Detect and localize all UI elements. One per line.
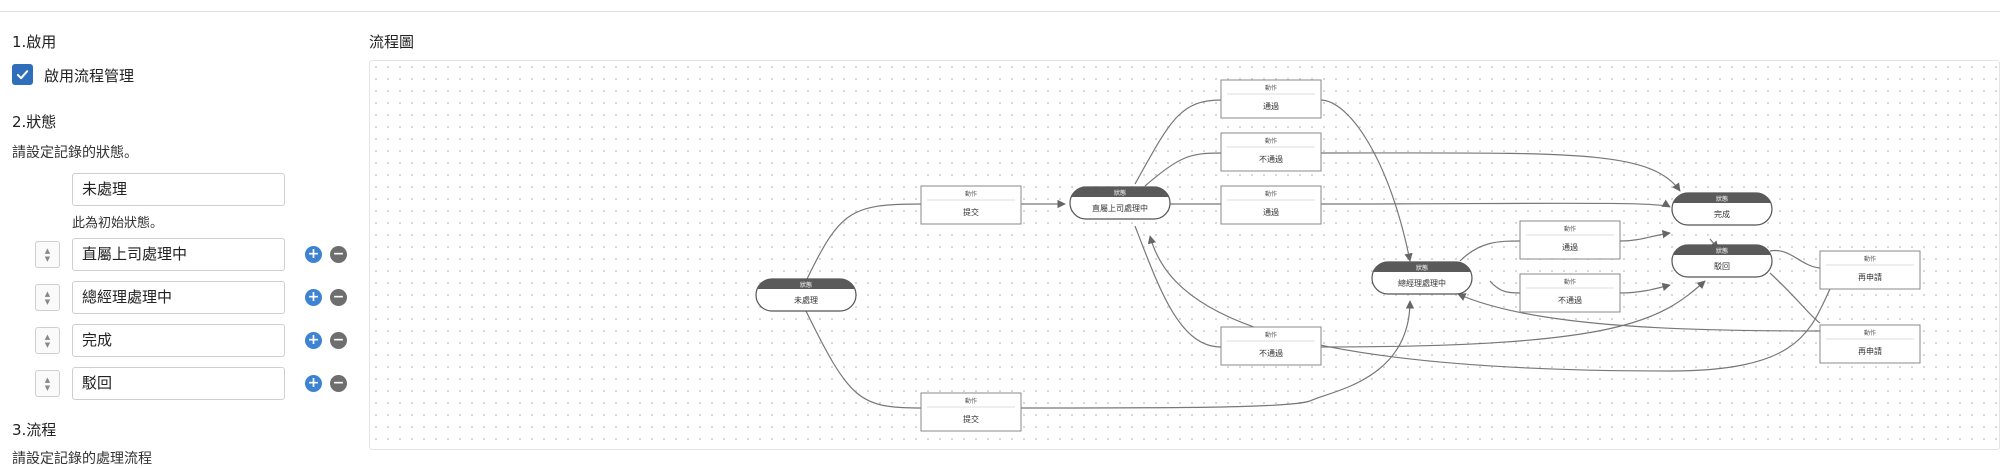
action-node-gm-fail[interactable]: 動作 不通過 bbox=[1519, 273, 1621, 313]
state-node-unprocessed[interactable]: 狀態 未處理 bbox=[755, 278, 857, 312]
edge-supervisor-fail-low bbox=[1134, 225, 1222, 348]
action-header: 動作 bbox=[1864, 255, 1876, 263]
flowchart-title: 流程圖 bbox=[369, 33, 415, 51]
state-node-done[interactable]: 狀態 完成 bbox=[1671, 192, 1773, 226]
edge-gm-fail bbox=[1489, 280, 1521, 294]
state-node-supervisor[interactable]: 狀態 直屬上司處理中 bbox=[1069, 186, 1171, 220]
flowchart-svg: 狀態 未處理 狀態 直屬上司處理中 狀態 總經理處理中 狀態 完成 狀態 駁回 bbox=[755, 79, 1921, 432]
states-description: 請設定記錄的狀態。 bbox=[12, 145, 138, 161]
action-node-submit-bottom[interactable]: 動作 提交 bbox=[920, 392, 1022, 432]
check-icon bbox=[16, 70, 29, 80]
remove-state-button[interactable]: − bbox=[330, 289, 347, 306]
edge-fail-top-rejected bbox=[1320, 152, 1681, 192]
action-label: 再申請 bbox=[1858, 346, 1882, 356]
action-node-sup-pass-mid[interactable]: 動作 通過 bbox=[1220, 185, 1322, 225]
state-header: 狀態 bbox=[1114, 189, 1126, 197]
action-node-gm-pass[interactable]: 動作 通過 bbox=[1519, 220, 1621, 260]
state-label: 完成 bbox=[1714, 209, 1730, 219]
state-label: 直屬上司處理中 bbox=[1092, 203, 1148, 213]
edge-unprocessed-submit bbox=[805, 203, 922, 282]
state-header: 狀態 bbox=[800, 281, 812, 289]
action-node-sup-fail-low[interactable]: 動作 不通過 bbox=[1220, 326, 1322, 366]
flow-description: 請設定記錄的處理流程 bbox=[12, 451, 152, 467]
drag-handle[interactable]: ▲▼ bbox=[35, 370, 60, 397]
action-header: 動作 bbox=[1265, 84, 1277, 92]
action-label: 提交 bbox=[963, 207, 979, 217]
action-node-sup-fail-top[interactable]: 動作 不通過 bbox=[1220, 132, 1322, 172]
action-header: 動作 bbox=[1265, 190, 1277, 198]
flowchart-canvas: 狀態 未處理 狀態 直屬上司處理中 狀態 總經理處理中 狀態 完成 狀態 駁回 bbox=[369, 60, 2000, 450]
state-node-rejected[interactable]: 狀態 駁回 bbox=[1671, 244, 1773, 278]
section-flow-title: 3.流程 bbox=[12, 421, 57, 439]
edge-rejected-reapply-top bbox=[1769, 249, 1821, 269]
action-header: 動作 bbox=[1564, 278, 1576, 286]
state-label: 駁回 bbox=[1714, 261, 1730, 271]
drag-handle[interactable]: ▲▼ bbox=[35, 327, 60, 354]
edge-rejected-reapply-bottom bbox=[1769, 272, 1821, 324]
enable-flow-label: 啟用流程管理 bbox=[44, 67, 135, 85]
add-state-button[interactable]: + bbox=[305, 375, 322, 392]
action-header: 動作 bbox=[1265, 137, 1277, 145]
initial-state-field[interactable]: 未處理 bbox=[72, 173, 285, 206]
state-field-done[interactable]: 完成 bbox=[72, 324, 285, 357]
edge-reapply-top-supervisor bbox=[1147, 235, 1831, 372]
state-label: 總經理處理中 bbox=[1398, 278, 1446, 288]
action-header: 動作 bbox=[1564, 225, 1576, 233]
edge-gm-pass-done bbox=[1619, 229, 1671, 242]
add-state-button[interactable]: + bbox=[305, 289, 322, 306]
top-divider bbox=[0, 11, 2000, 12]
initial-state-note: 此為初始狀態。 bbox=[72, 216, 164, 231]
state-label: 未處理 bbox=[794, 295, 818, 305]
state-field-gm[interactable]: 總經理處理中 bbox=[72, 281, 285, 314]
action-header: 動作 bbox=[965, 397, 977, 405]
action-label: 通過 bbox=[1263, 101, 1279, 111]
edge-supervisor-pass-top bbox=[1134, 99, 1222, 185]
edge-submit-bottom-gm bbox=[1020, 300, 1415, 409]
edge-gm-pass bbox=[1459, 240, 1521, 262]
action-header: 動作 bbox=[1864, 329, 1876, 337]
action-node-sup-pass-top[interactable]: 動作 通過 bbox=[1220, 79, 1322, 119]
remove-state-button[interactable]: − bbox=[330, 246, 347, 263]
remove-state-button[interactable]: − bbox=[330, 375, 347, 392]
action-header: 動作 bbox=[1265, 331, 1277, 339]
action-label: 不通過 bbox=[1259, 348, 1283, 358]
state-header: 狀態 bbox=[1716, 247, 1728, 255]
edge-pass-top-gm bbox=[1320, 99, 1413, 262]
action-label: 通過 bbox=[1562, 242, 1578, 252]
action-header: 動作 bbox=[965, 190, 977, 198]
remove-state-button[interactable]: − bbox=[330, 332, 347, 349]
action-label: 提交 bbox=[963, 414, 979, 424]
action-label: 再申請 bbox=[1858, 272, 1882, 282]
edge-gm-fail-rejected bbox=[1619, 282, 1671, 294]
drag-handle[interactable]: ▲▼ bbox=[35, 241, 60, 268]
edge-fail-low-rejected bbox=[1320, 280, 1706, 348]
action-label: 通過 bbox=[1263, 207, 1279, 217]
action-node-reapply-bottom[interactable]: 動作 再申請 bbox=[1819, 324, 1921, 364]
add-state-button[interactable]: + bbox=[305, 332, 322, 349]
state-header: 狀態 bbox=[1716, 195, 1728, 203]
edge-reapply-bottom-gm bbox=[1457, 293, 1821, 332]
settings-panel: 1.啟用 啟用流程管理 2.狀態 請設定記錄的狀態。 未處理 此為初始狀態。 ▲… bbox=[0, 0, 360, 467]
enable-flow-checkbox[interactable] bbox=[12, 64, 33, 85]
section-states-title: 2.狀態 bbox=[12, 113, 57, 131]
action-node-submit-top[interactable]: 動作 提交 bbox=[920, 185, 1022, 225]
state-node-gm[interactable]: 狀態 總經理處理中 bbox=[1371, 261, 1473, 295]
state-header: 狀態 bbox=[1416, 264, 1428, 272]
action-node-reapply-top[interactable]: 動作 再申請 bbox=[1819, 250, 1921, 290]
state-field-supervisor[interactable]: 直屬上司處理中 bbox=[72, 238, 285, 271]
add-state-button[interactable]: + bbox=[305, 246, 322, 263]
action-label: 不通過 bbox=[1558, 295, 1582, 305]
edge-pass-mid-done bbox=[1320, 199, 1671, 208]
section-enable-title: 1.啟用 bbox=[12, 33, 57, 51]
edge-unprocessed-submit-bottom bbox=[805, 310, 922, 409]
state-field-rejected[interactable]: 駁回 bbox=[72, 367, 285, 400]
edge-supervisor-fail-top bbox=[1144, 152, 1222, 187]
drag-handle[interactable]: ▲▼ bbox=[35, 284, 60, 311]
action-label: 不通過 bbox=[1259, 154, 1283, 164]
